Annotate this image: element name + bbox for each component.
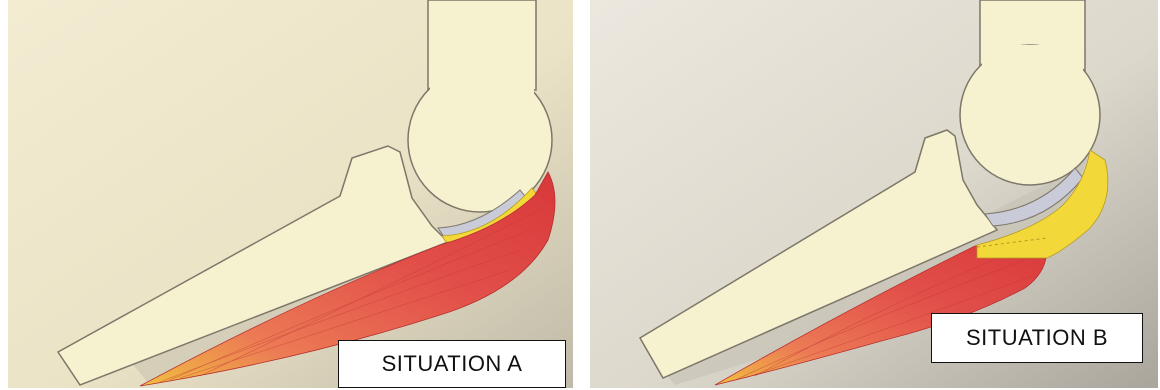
- diagram-panel-a: SITUATION A: [0, 0, 575, 390]
- joint-illustration-a: [0, 0, 575, 390]
- situation-b-label: SITUATION B: [931, 313, 1143, 363]
- situation-a-label: SITUATION A: [338, 340, 566, 388]
- diagram-panel-b: SITUATION B: [585, 0, 1160, 390]
